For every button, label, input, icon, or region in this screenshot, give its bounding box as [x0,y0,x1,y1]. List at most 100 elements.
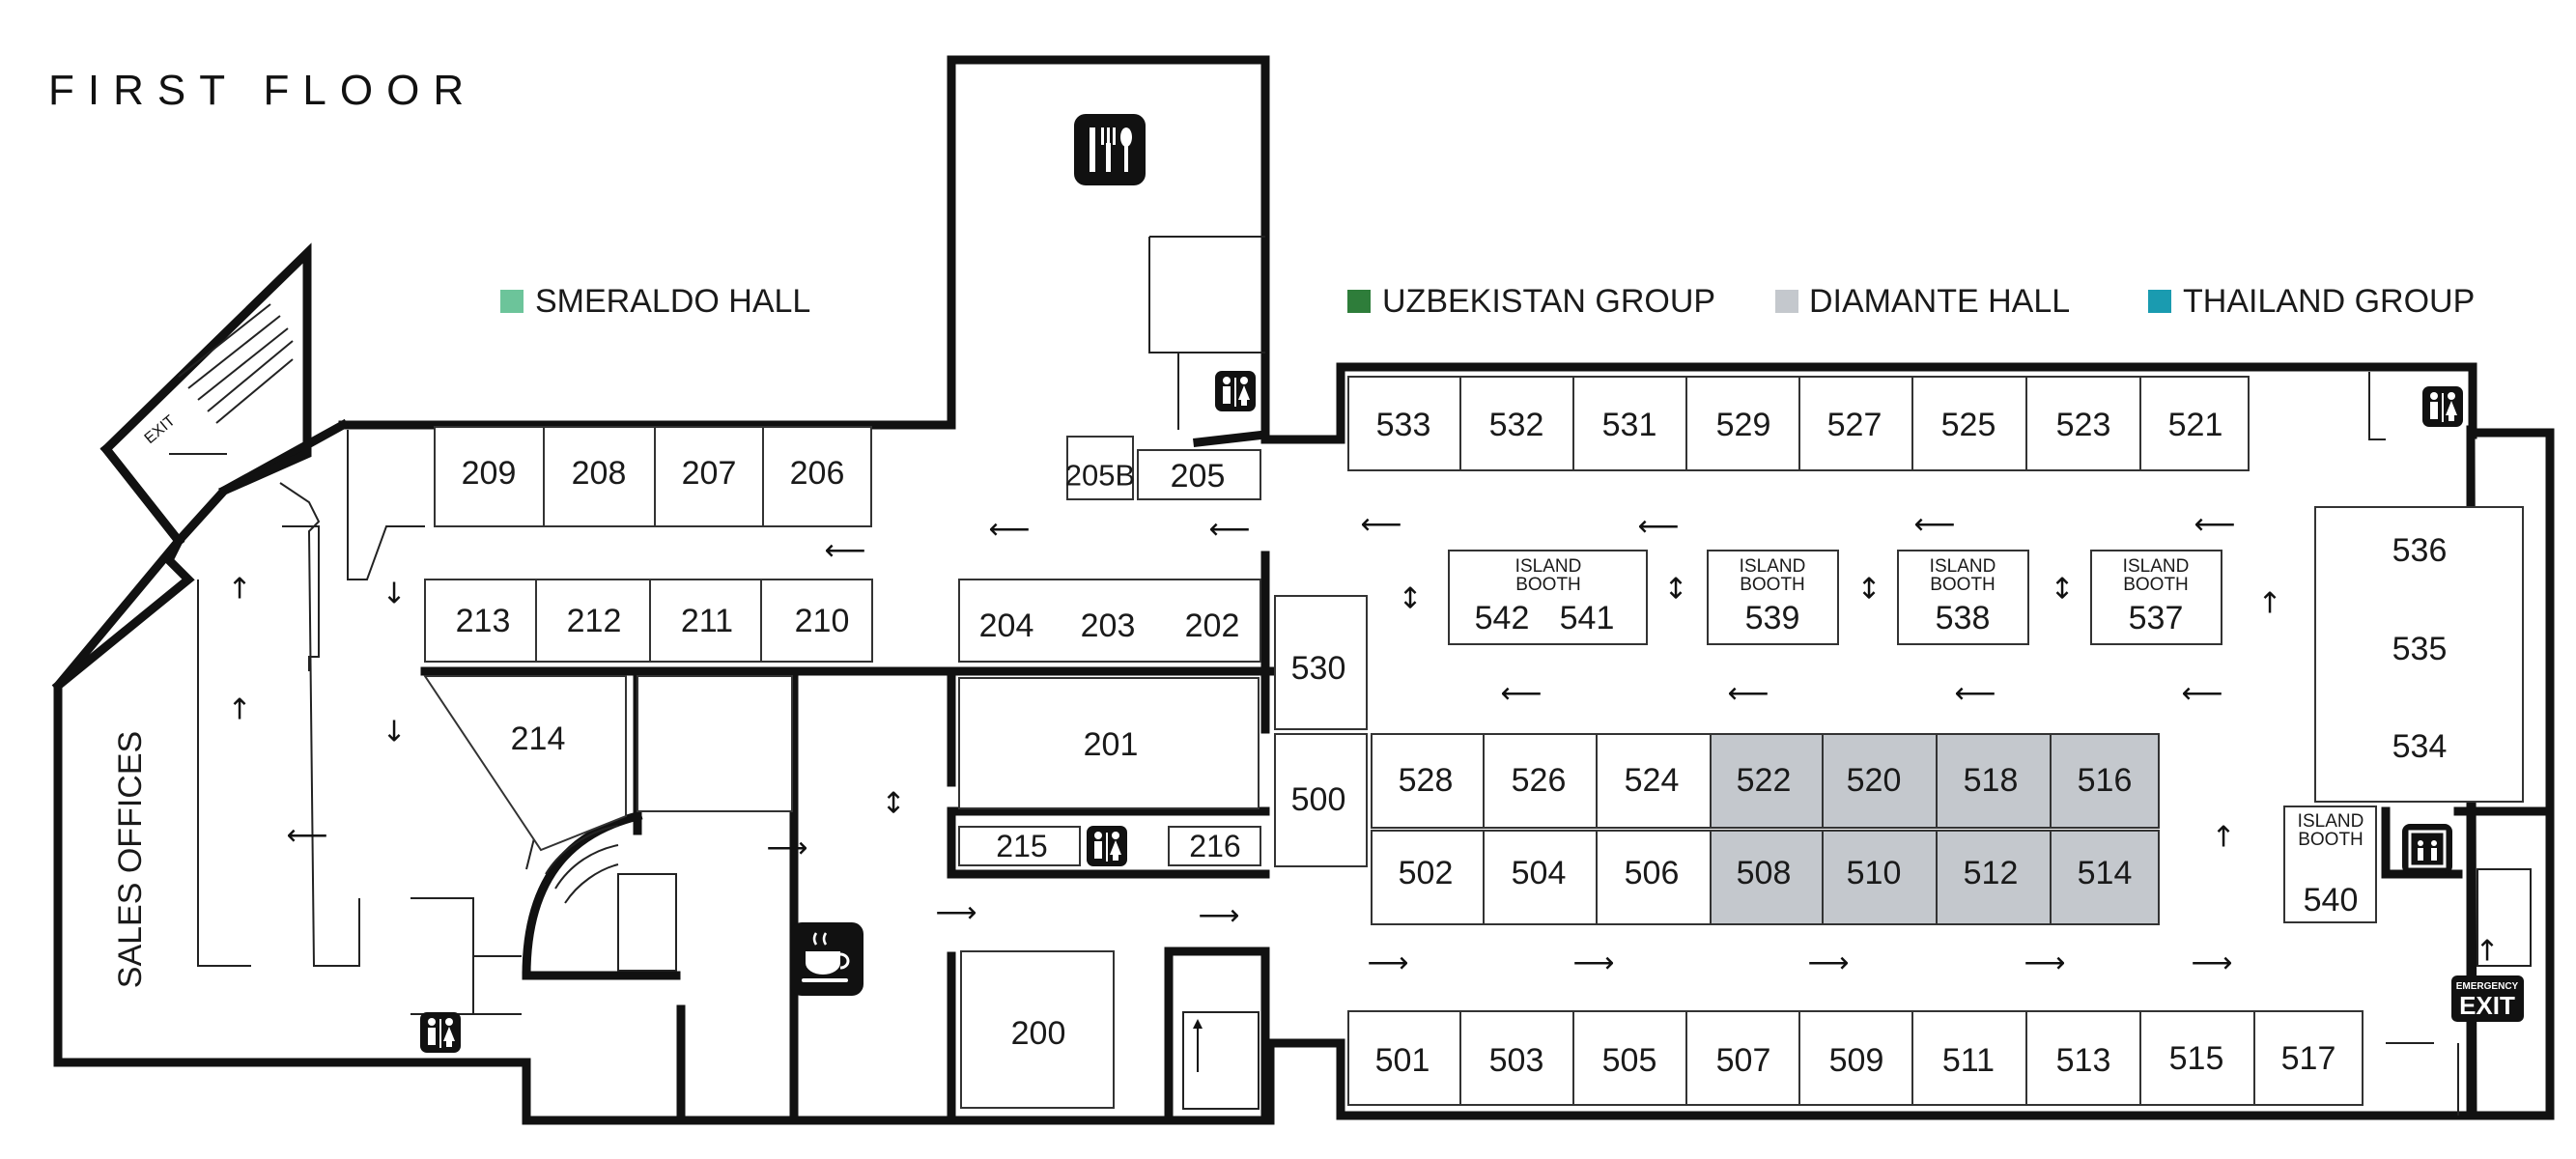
booth-525[interactable]: 525 [1911,376,2027,471]
booth-510[interactable]: 510 [1822,830,1938,925]
svg-text:BOOTH: BOOTH [1740,575,1805,595]
booth-209[interactable]: 209 [434,426,545,527]
svg-text:540: 540 [2304,882,2359,919]
svg-text:206: 206 [790,455,845,492]
booth-508[interactable]: 508 [1710,830,1824,925]
booth-501[interactable]: 501 [1347,1010,1461,1106]
restroom-icon [2422,386,2463,427]
svg-text:ISLAND: ISLAND [1740,556,1806,577]
booth-531[interactable]: 531 [1572,376,1687,471]
svg-text:526: 526 [1512,762,1567,799]
svg-text:↓: ↓ [382,716,406,749]
booth-503[interactable]: 503 [1459,1010,1574,1106]
svg-text:525: 525 [1941,407,1996,443]
stairs-icon [1193,1019,1203,1072]
island-booth-540[interactable]: ISLAND BOOTH 540 [2283,806,2377,923]
legend-swatch-smeraldo [500,290,524,313]
booth-512[interactable]: 512 [1936,830,2052,925]
svg-text:ISLAND: ISLAND [1515,556,1582,577]
booth-213[interactable]: 213 [424,579,537,663]
svg-text:211: 211 [681,603,733,639]
booth-529[interactable]: 529 [1685,376,1800,471]
svg-text:ISLAND: ISLAND [2298,811,2364,832]
booth-509[interactable]: 509 [1798,1010,1913,1106]
svg-text:517: 517 [2281,1040,2336,1077]
booth-524[interactable]: 524 [1596,733,1712,829]
booth-521[interactable]: 521 [2139,376,2250,471]
booth-200[interactable]: 200 [960,950,1115,1109]
island-booth-542-541[interactable]: ISLAND BOOTH 542 541 [1448,550,1648,645]
svg-text:⟶: ⟶ [1572,947,1614,980]
svg-text:518: 518 [1964,762,2019,799]
booth-212[interactable]: 212 [535,579,651,663]
svg-text:503: 503 [1489,1042,1544,1079]
svg-text:205B: 205B [1065,459,1135,493]
legend-swatch-diamante [1775,290,1798,313]
booth-507[interactable]: 507 [1685,1010,1800,1106]
booth-205b[interactable]: 205B [1065,436,1135,500]
svg-text:514: 514 [2078,855,2133,891]
island-booth-538[interactable]: ISLAND BOOTH 538 [1897,550,2029,645]
svg-text:⟶: ⟶ [2024,947,2065,980]
svg-text:512: 512 [1964,855,2019,891]
svg-text:209: 209 [462,455,517,492]
svg-text:↕: ↕ [1398,582,1422,616]
svg-text:508: 508 [1737,855,1792,891]
svg-text:513: 513 [2056,1042,2111,1079]
booth-511[interactable]: 511 [1911,1010,2027,1106]
booth-500[interactable]: 500 [1274,733,1368,867]
svg-text:⟶: ⟶ [1807,947,1849,980]
legend: SMERALDO HALL UZBEKISTAN GROUP DIAMANTE … [500,283,2475,320]
booth-532[interactable]: 532 [1459,376,1574,471]
booth-515[interactable]: 515 [2139,1010,2255,1106]
booth-522[interactable]: 522 [1710,733,1824,829]
booth-505[interactable]: 505 [1572,1010,1687,1106]
booth-208[interactable]: 208 [543,426,656,527]
svg-text:524: 524 [1625,762,1680,799]
booth-block-536-534[interactable]: 536 535 534 [2314,506,2524,803]
booth-523[interactable]: 523 [2025,376,2141,471]
svg-text:504: 504 [1512,855,1567,891]
booth-210[interactable]: 210 [760,579,873,663]
booth-206[interactable]: 206 [762,426,872,527]
svg-text:↕: ↕ [881,787,905,821]
booth-517[interactable]: 517 [2253,1010,2364,1106]
booth-215[interactable]: 215 [958,826,1081,866]
svg-text:ISLAND: ISLAND [1930,556,1996,577]
restroom-icon [420,1012,461,1053]
booth-504[interactable]: 504 [1483,830,1598,925]
booth-207[interactable]: 207 [654,426,764,527]
booth-528[interactable]: 528 [1371,733,1485,829]
svg-text:205: 205 [1171,458,1226,495]
booth-518[interactable]: 518 [1936,733,2052,829]
booth-211[interactable]: 211 [649,579,762,663]
booth-520[interactable]: 520 [1822,733,1938,829]
svg-text:533: 533 [1376,407,1431,443]
booth-506[interactable]: 506 [1596,830,1712,925]
island-booth-537[interactable]: ISLAND BOOTH 537 [2090,550,2222,645]
svg-text:510: 510 [1847,855,1902,891]
booth-516[interactable]: 516 [2050,733,2160,829]
booth-214[interactable]: 214 [423,675,627,852]
booth-513[interactable]: 513 [2025,1010,2141,1106]
restaurant-icon [1074,114,1146,185]
booth-216[interactable]: 216 [1168,826,1261,866]
svg-text:521: 521 [2168,407,2223,443]
svg-text:204: 204 [979,608,1034,644]
booth-530[interactable]: 530 [1274,595,1368,730]
svg-text:↕: ↕ [1856,573,1881,607]
booth-502[interactable]: 502 [1371,830,1485,925]
svg-text:530: 530 [1291,650,1346,687]
booth-533[interactable]: 533 [1347,376,1461,471]
svg-text:⟵: ⟵ [1727,677,1769,711]
booth-205[interactable]: 205 [1137,449,1261,500]
booth-block-204-202[interactable]: 204 203 202 [958,579,1261,663]
booth-201[interactable]: 201 [958,677,1260,809]
booth-526[interactable]: 526 [1483,733,1598,829]
island-booth-539[interactable]: ISLAND BOOTH 539 [1707,550,1839,645]
svg-text:527: 527 [1827,407,1882,443]
booth-514[interactable]: 514 [2050,830,2160,925]
svg-text:212: 212 [567,603,622,639]
booth-527[interactable]: 527 [1798,376,1913,471]
svg-text:⟵: ⟵ [1208,513,1250,547]
